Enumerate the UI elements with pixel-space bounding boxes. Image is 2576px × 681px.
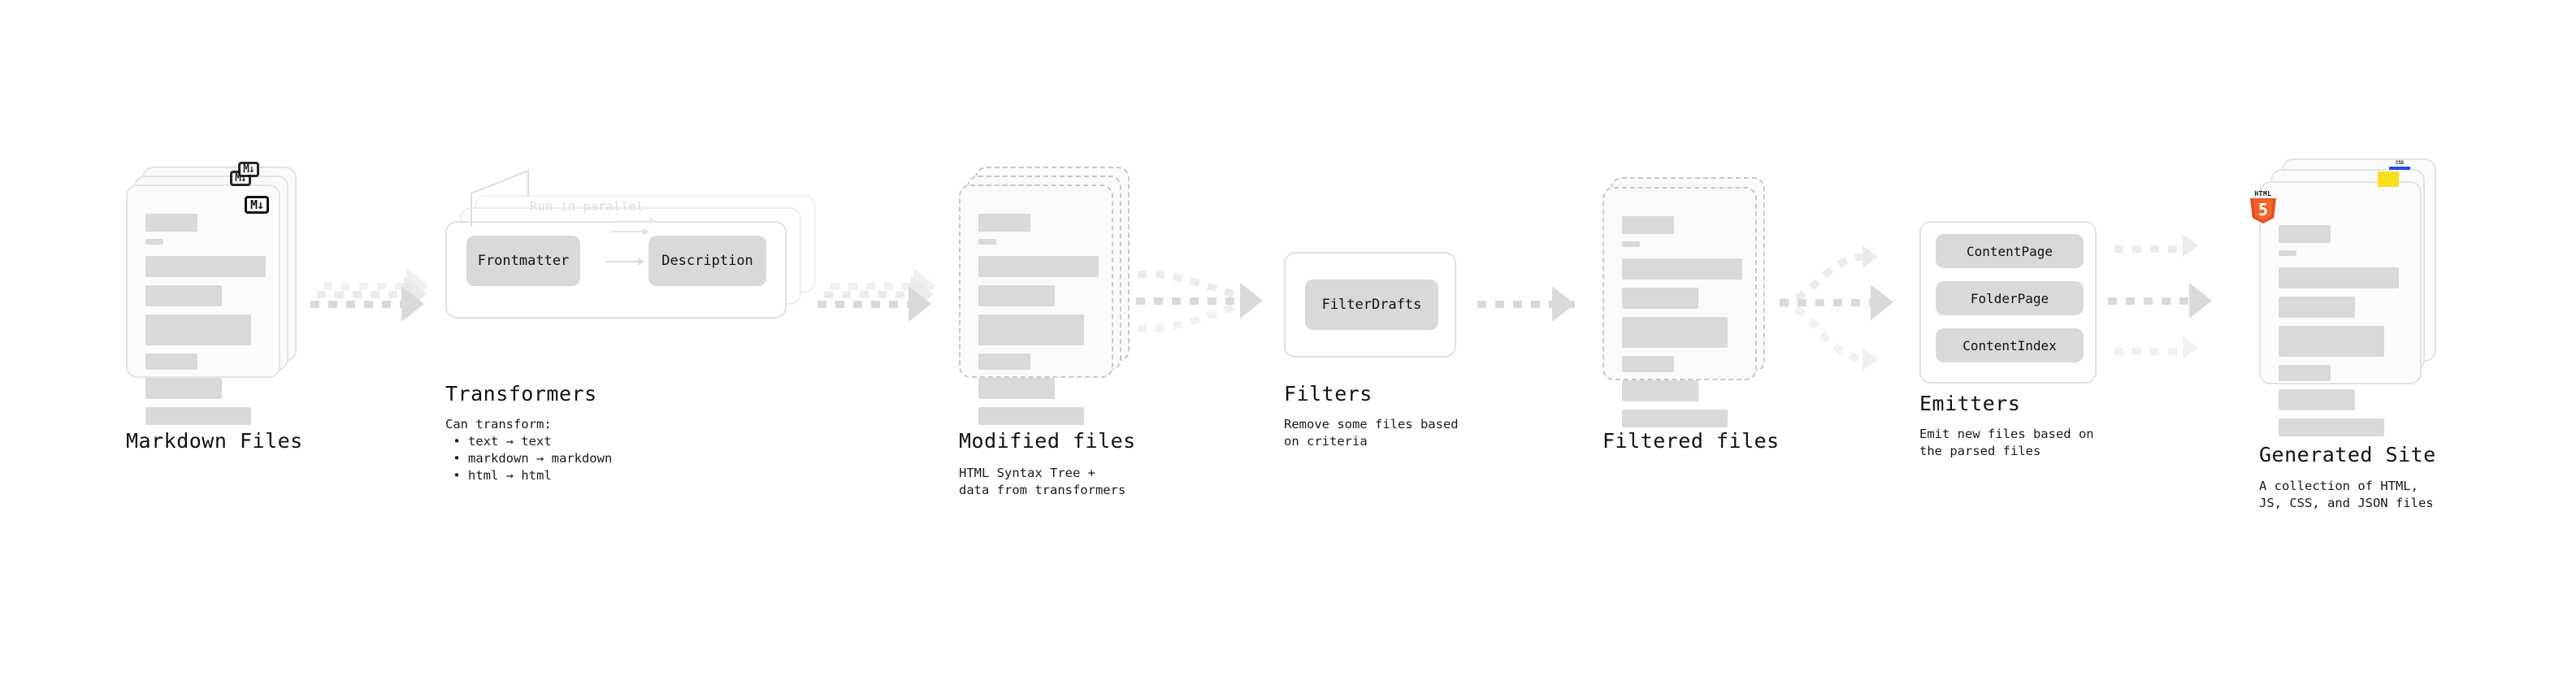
transformer-chip-frontmatter[interactable]: Frontmatter: [466, 236, 580, 286]
emitter-chip-label: ContentIndex: [1962, 337, 2057, 354]
emitter-chip-label: FolderPage: [1970, 290, 2049, 306]
filters-box: FilterDrafts: [1284, 252, 1456, 358]
content-bar: [145, 285, 222, 306]
transformers-box-front: Frontmatter Description: [445, 221, 787, 319]
markdown-logo-text: M↓: [243, 163, 255, 176]
filtered-files-title: Filtered files: [1602, 429, 1780, 453]
emitters-title: Emitters: [1919, 392, 2021, 415]
stage-markdown-files: M↓ M↓ M↓: [126, 162, 297, 425]
generated-site-subtitle: A collection of HTML, JS, CSS, and JSON …: [2259, 479, 2434, 510]
emitter-chip-contentindex[interactable]: ContentIndex: [1936, 328, 2084, 362]
emitters-subtitle: Emit new files based on the parsed files: [1919, 427, 2094, 458]
generated-site-title: Generated Site: [2259, 443, 2436, 466]
transformer-chip-label: Frontmatter: [477, 253, 570, 269]
markdown-files-title: Markdown Files: [126, 429, 303, 453]
filters-title: Filters: [1284, 382, 1373, 406]
site-card-bars: [2279, 225, 2404, 444]
content-bar: [145, 314, 251, 345]
transformer-inner-arrow: [618, 217, 656, 225]
markdown-card-bars: [145, 214, 266, 432]
stage-generated-site: HTML 5 CSS: [2250, 158, 2436, 436]
stage-filtered-files: [1602, 177, 1765, 427]
markdown-file-stack: M↓ M↓ M↓: [126, 162, 297, 425]
filters-subtitle: Remove some files based on criteria: [1284, 417, 1459, 449]
js-logo-icon: [2378, 171, 2399, 187]
css-logo-bar: [2389, 167, 2410, 170]
parallel-bracket-icon: [471, 169, 529, 226]
html5-logo-label: HTML: [2254, 190, 2272, 197]
modified-card-bars: [978, 214, 1099, 432]
filter-chip-filterdrafts[interactable]: FilterDrafts: [1305, 280, 1438, 330]
modified-files-title: Modified files: [959, 429, 1136, 453]
run-in-parallel-label: Run in parallel: [530, 199, 644, 214]
site-card-front: HTML 5: [2250, 181, 2422, 436]
content-bar: [145, 354, 197, 370]
html5-logo-icon: HTML 5: [2249, 191, 2277, 223]
content-bar: [145, 407, 251, 425]
transformer-chip-label: Description: [661, 253, 753, 269]
transformers-title: Transformers: [445, 382, 597, 406]
content-bar: [145, 256, 266, 277]
markdown-card-front: M↓: [126, 184, 280, 425]
modified-card-front: [959, 184, 1113, 425]
stage-modified-files: [959, 167, 1130, 425]
markdown-logo-icon-back: M↓: [238, 162, 259, 177]
filter-chip-label: FilterDrafts: [1321, 297, 1422, 313]
filtered-card-front: [1602, 187, 1757, 427]
transformer-chip-description[interactable]: Description: [648, 236, 766, 286]
modified-files-subtitle: HTML Syntax Tree + data from transformer…: [959, 466, 1126, 497]
content-bar: [145, 378, 222, 399]
emitter-chip-label: ContentPage: [1967, 243, 2053, 259]
html5-logo-number: 5: [2257, 200, 2269, 219]
markdown-logo-icon: M↓: [245, 196, 269, 214]
css-logo-label: CSS: [2396, 160, 2404, 166]
transformer-inner-arrow: [606, 258, 644, 266]
content-bar: [145, 214, 197, 232]
markdown-logo-text: M↓: [249, 197, 264, 212]
transformer-inner-arrow: [611, 228, 649, 236]
transformers-subtitle: Can transform: • text → text • markdown …: [445, 417, 613, 483]
filtered-card-bars: [1622, 216, 1742, 435]
content-bar: [145, 239, 163, 245]
emitters-box: ContentPage FolderPage ContentIndex: [1919, 221, 2097, 384]
emitter-chip-contentpage[interactable]: ContentPage: [1936, 234, 2084, 268]
css-logo-icon: CSS: [2389, 161, 2410, 170]
emitter-chip-folderpage[interactable]: FolderPage: [1936, 281, 2084, 315]
